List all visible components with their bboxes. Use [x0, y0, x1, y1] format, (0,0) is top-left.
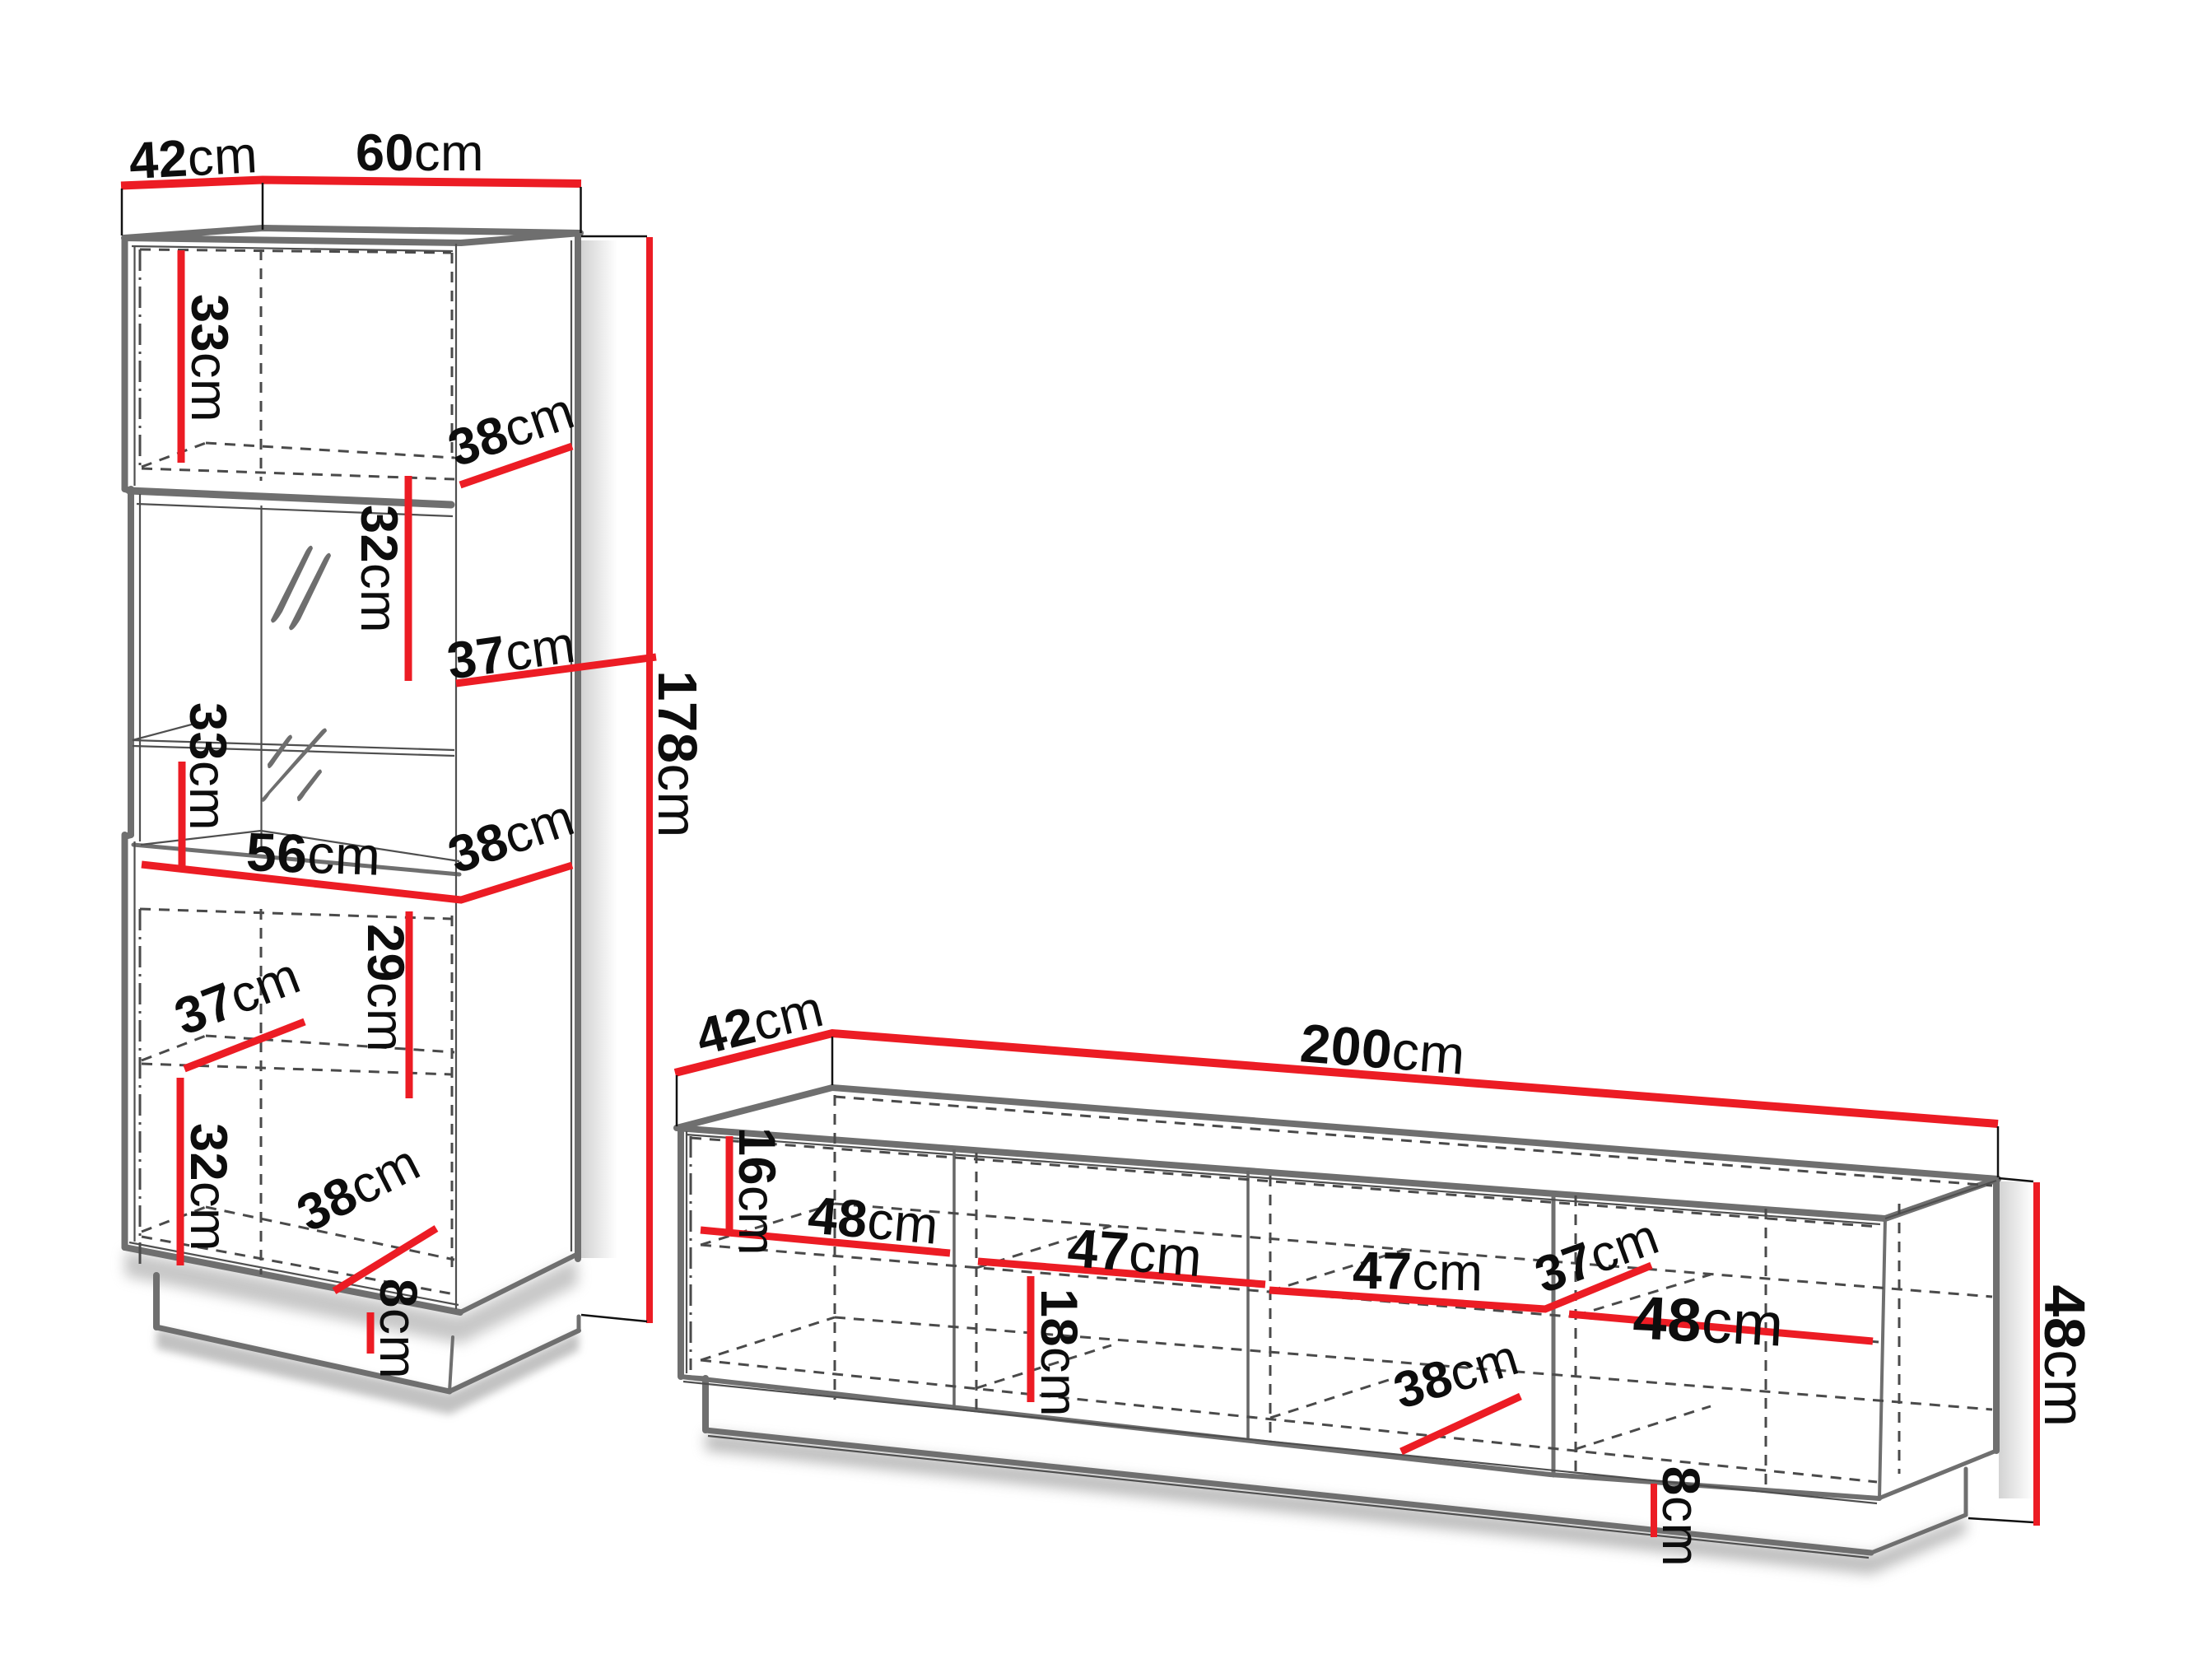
- svg-text:18cm: 18cm: [1030, 1289, 1087, 1417]
- svg-text:37cm: 37cm: [444, 616, 579, 691]
- svg-text:8cm: 8cm: [369, 1279, 428, 1379]
- svg-text:42cm: 42cm: [128, 126, 259, 190]
- svg-text:32cm: 32cm: [350, 505, 407, 633]
- svg-text:56cm: 56cm: [245, 821, 382, 887]
- svg-text:178cm: 178cm: [646, 670, 708, 838]
- svg-text:33cm: 33cm: [180, 294, 238, 422]
- svg-text:33cm: 33cm: [179, 702, 236, 831]
- svg-text:16cm: 16cm: [728, 1127, 785, 1256]
- svg-text:8cm: 8cm: [1651, 1466, 1711, 1567]
- svg-text:47cm: 47cm: [1065, 1217, 1204, 1289]
- svg-text:48cm: 48cm: [2033, 1284, 2097, 1427]
- svg-text:32cm: 32cm: [179, 1123, 237, 1251]
- svg-text:48cm: 48cm: [1632, 1283, 1786, 1358]
- svg-text:48cm: 48cm: [806, 1185, 941, 1256]
- svg-text:60cm: 60cm: [356, 124, 484, 182]
- svg-text:29cm: 29cm: [356, 924, 414, 1052]
- svg-text:200cm: 200cm: [1298, 1012, 1468, 1086]
- svg-text:47cm: 47cm: [1353, 1241, 1484, 1303]
